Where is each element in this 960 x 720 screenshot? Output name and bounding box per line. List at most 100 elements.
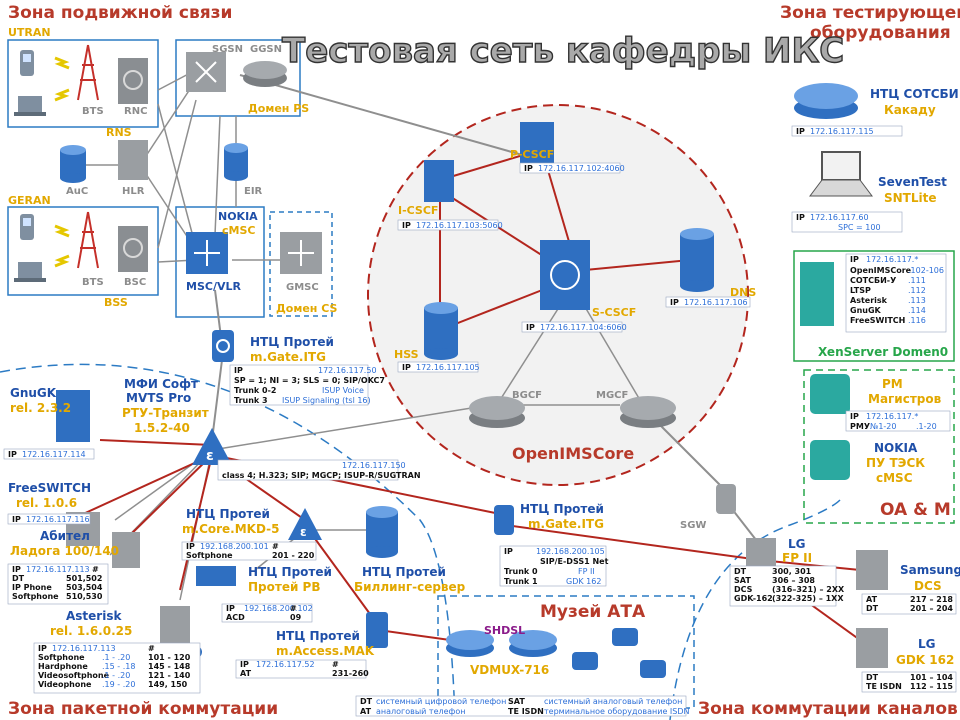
gate2-trunk1: Trunk 1 bbox=[504, 577, 538, 586]
pcscf-ip-key: IP bbox=[524, 164, 533, 173]
legend-row-0-code-2: SAT bbox=[508, 697, 525, 706]
freeswitch-name: FreeSWITCH bbox=[8, 481, 91, 495]
samsung-row-0-value: 217 – 218 bbox=[910, 595, 953, 604]
itg-name-1: НТЦ Протей bbox=[250, 335, 334, 349]
itg-trunk0-value: ISUP Voice bbox=[322, 386, 364, 395]
abitel-row-1-value: 503,504 bbox=[66, 583, 103, 592]
ggsn-router-icon bbox=[243, 61, 287, 87]
legend-table bbox=[355, 695, 687, 717]
zone-packet-label: Зона пакетной коммутации bbox=[8, 699, 278, 719]
gnugk-ip: 172.16.117.114 bbox=[22, 450, 86, 459]
mkd-table bbox=[181, 541, 317, 561]
rm-pmu-value-1: №1-20 bbox=[870, 422, 896, 431]
hlr-switch-icon bbox=[118, 140, 148, 180]
mvts-protocols: class 4; H.323; SIP; MGCP; ISUP-R/SUGTRA… bbox=[222, 471, 421, 480]
oam-zone bbox=[803, 369, 955, 524]
gate2-trunk1-value: GDK 162 bbox=[566, 577, 601, 586]
circuit-zone-boundary bbox=[669, 499, 841, 720]
itg-trunk3: Trunk 3 bbox=[234, 396, 268, 405]
rns-label: RNS bbox=[106, 126, 132, 139]
pb-name-2: Протей РВ bbox=[248, 580, 321, 594]
msc-vlr-icon bbox=[186, 232, 228, 274]
xen-row-4-value: .114 bbox=[908, 306, 926, 315]
lg-fp-name-2: FP II bbox=[782, 551, 812, 565]
rm-pmu: РМУ bbox=[850, 422, 870, 431]
asterisk-row-1-ip: .15 - .18 bbox=[102, 662, 135, 671]
bgcf-router-icon bbox=[469, 396, 525, 428]
dns-db-icon bbox=[680, 228, 714, 292]
mvts-triangle-icon: ε bbox=[192, 428, 232, 465]
zone-mobile-label: Зона подвижной связи bbox=[8, 3, 232, 23]
ggsn-label: GGSN bbox=[250, 44, 282, 55]
vdmux-label: VDMUX-716 bbox=[470, 663, 549, 677]
scscf-icon bbox=[540, 240, 590, 310]
gate2-ip-key: IP bbox=[504, 547, 513, 556]
utran-laptop-icon bbox=[14, 96, 46, 116]
xen-row-3-key: Asterisk bbox=[850, 296, 888, 305]
bss-box bbox=[7, 206, 159, 296]
access-role: AT bbox=[240, 669, 252, 678]
rm-ip: 172.16.117.* bbox=[866, 412, 918, 421]
access-name-2: m.Access.MAK bbox=[276, 644, 375, 658]
scscf-ip-key: IP bbox=[526, 323, 535, 332]
mgcf-router-icon bbox=[620, 396, 676, 428]
legend-row-1-desc-2: терминальное оборудование ISDN bbox=[544, 707, 690, 716]
asterisk-row-0-ip: .1 - .20 bbox=[102, 653, 130, 662]
pb-device-icon bbox=[196, 566, 236, 586]
sotsbi-ip-key: IP bbox=[796, 127, 805, 136]
mkd-triangle-icon: ε bbox=[288, 508, 322, 540]
gnugk-icon bbox=[56, 390, 90, 442]
abitel-row-2-value: 510,530 bbox=[66, 592, 103, 601]
legend-row-0-code-1: DT bbox=[360, 697, 373, 706]
asterisk-version: rel. 1.6.0.25 bbox=[50, 624, 132, 638]
access-table bbox=[235, 659, 367, 679]
gmsc-box bbox=[269, 211, 333, 317]
rm-ip-key: IP bbox=[850, 412, 859, 421]
sotsbi-router-icon bbox=[794, 83, 858, 119]
xen-ip-key: IP bbox=[850, 255, 859, 264]
lightning-icon-2 bbox=[54, 224, 70, 268]
lg-fp-row-3-key: GDK-162 bbox=[734, 594, 773, 603]
lg-gdk-name-2: GDK 162 bbox=[896, 653, 954, 667]
xen-zone bbox=[793, 250, 955, 362]
abitel-ip-key: IP bbox=[12, 565, 21, 574]
sgsn-switch-icon bbox=[186, 52, 226, 92]
gnugk-name: GnuGK bbox=[10, 386, 57, 400]
gate2-name-2: m.Gate.ITG bbox=[528, 517, 604, 531]
vdmux-router-icon bbox=[446, 630, 557, 657]
abitel-row-0-value: 501,502 bbox=[66, 574, 102, 583]
abitel-row-0-key: DT bbox=[12, 574, 25, 583]
freeswitch-table bbox=[7, 513, 91, 525]
abitel-version: Ладога 100/140 bbox=[10, 544, 119, 558]
billing-db-icon bbox=[366, 506, 398, 558]
sgsn-label: SGSN bbox=[212, 44, 243, 55]
rm-pmu-value-2: .1-20 bbox=[916, 422, 937, 431]
rns-box bbox=[7, 39, 159, 128]
eir-label: EIR bbox=[244, 186, 263, 197]
legend-row-0-desc-2: системный аналоговый телефон bbox=[544, 697, 682, 706]
utran-label: UTRAN bbox=[8, 26, 51, 39]
bss-label: BSS bbox=[104, 296, 128, 309]
pb-role: ACD bbox=[226, 613, 245, 622]
bts1-label: BTS bbox=[82, 106, 104, 117]
gate2-ip: 192.168.200.105 bbox=[536, 547, 605, 556]
rm-name-2: Магистров bbox=[868, 392, 942, 406]
itg-table bbox=[229, 364, 369, 406]
rm-name-1: РМ bbox=[882, 377, 903, 391]
hss-ip: 172.16.117.105 bbox=[416, 363, 480, 372]
seventest-name-2: SNTLite bbox=[884, 191, 937, 205]
samsung-table bbox=[861, 593, 957, 615]
access-ip: 172.16.117.52 bbox=[256, 660, 315, 669]
cmsc-label: cMSC bbox=[222, 224, 255, 237]
legend-row-1-desc-1: аналоговый телефон bbox=[376, 707, 466, 716]
lg-fp-table bbox=[729, 565, 837, 607]
seventest-name-1: SevenTest bbox=[878, 175, 947, 189]
lg-fp-row-2-value: (316–321) – 2XX bbox=[772, 585, 845, 594]
lg-gdk-row-0-value: 101 – 104 bbox=[910, 673, 953, 682]
lg-fp-name-1: LG bbox=[788, 537, 806, 551]
pcscf-icon bbox=[520, 122, 554, 164]
ims-ip-tables bbox=[397, 162, 751, 373]
freeswitch-ip: 172.16.117.116 bbox=[26, 515, 90, 524]
lg-gdk-row-0-key: DT bbox=[866, 673, 879, 682]
bts2-label: BTS bbox=[82, 277, 104, 288]
